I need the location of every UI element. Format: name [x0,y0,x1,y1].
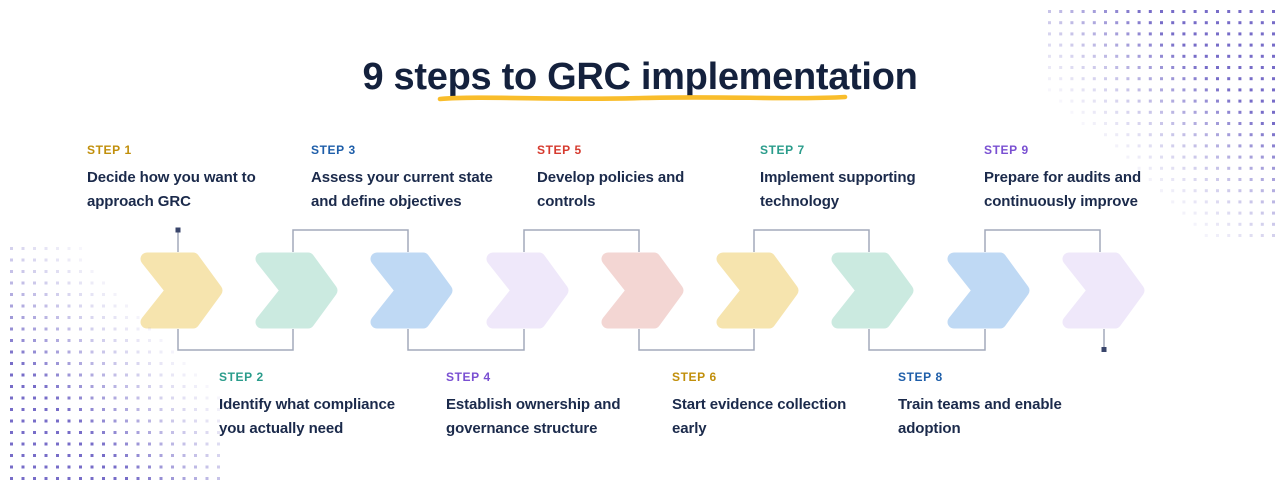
step-title: Implement supporting technology [760,169,916,210]
step-card-8: STEP 8 Train teams and enable adoption [898,370,1113,441]
step-card-4: STEP 4 Establish ownership and governanc… [446,370,661,441]
step-title: Train teams and enable adoption [898,396,1062,437]
chevron-step-6 [716,252,799,329]
chevron-step-8 [947,252,1030,329]
chevron-step-9 [1062,252,1145,329]
step-title: Develop policies and controls [537,169,685,210]
step-label: STEP 5 [537,143,582,157]
flow-end-marker [1101,347,1107,352]
step-label: STEP 8 [898,370,943,384]
step-title: Start evidence collection early [672,396,847,437]
step-label: STEP 2 [219,370,264,384]
chevron-step-5 [601,252,684,329]
step-title: Establish ownership and governance struc… [446,396,621,437]
step-label: STEP 4 [446,370,491,384]
step-label: STEP 9 [984,143,1029,157]
step-card-3: STEP 3 Assess your current state and def… [311,143,526,214]
step-label: STEP 6 [672,370,717,384]
chevron-step-2 [255,252,338,329]
step-title: Decide how you want to approach GRC [87,169,256,210]
step-title: Identify what compliance you actually ne… [219,396,395,437]
chevron-step-4 [486,252,569,329]
step-title: Assess your current state and define obj… [311,169,493,210]
chevron-step-1 [140,252,223,329]
page-title: 9 steps to GRC implementation [362,56,918,98]
step-card-5: STEP 5 Develop policies and controls [537,143,752,214]
step-title: Prepare for audits and continuously impr… [984,169,1142,210]
flow-start-marker [175,227,181,233]
chevron-step-3 [370,252,453,329]
step-card-2: STEP 2 Identify what compliance you actu… [219,370,434,441]
step-label: STEP 7 [760,143,805,157]
step-label: STEP 3 [311,143,356,157]
step-card-6: STEP 6 Start evidence collection early [672,370,887,441]
title-underline-squiggle [437,94,848,102]
underline-stroke [437,94,848,102]
chevron-step-7 [831,252,914,329]
step-card-1: STEP 1 Decide how you want to approach G… [87,143,302,214]
step-card-9: STEP 9 Prepare for audits and continuous… [984,143,1199,214]
step-label: STEP 1 [87,143,132,157]
step-card-7: STEP 7 Implement supporting technology [760,143,975,214]
